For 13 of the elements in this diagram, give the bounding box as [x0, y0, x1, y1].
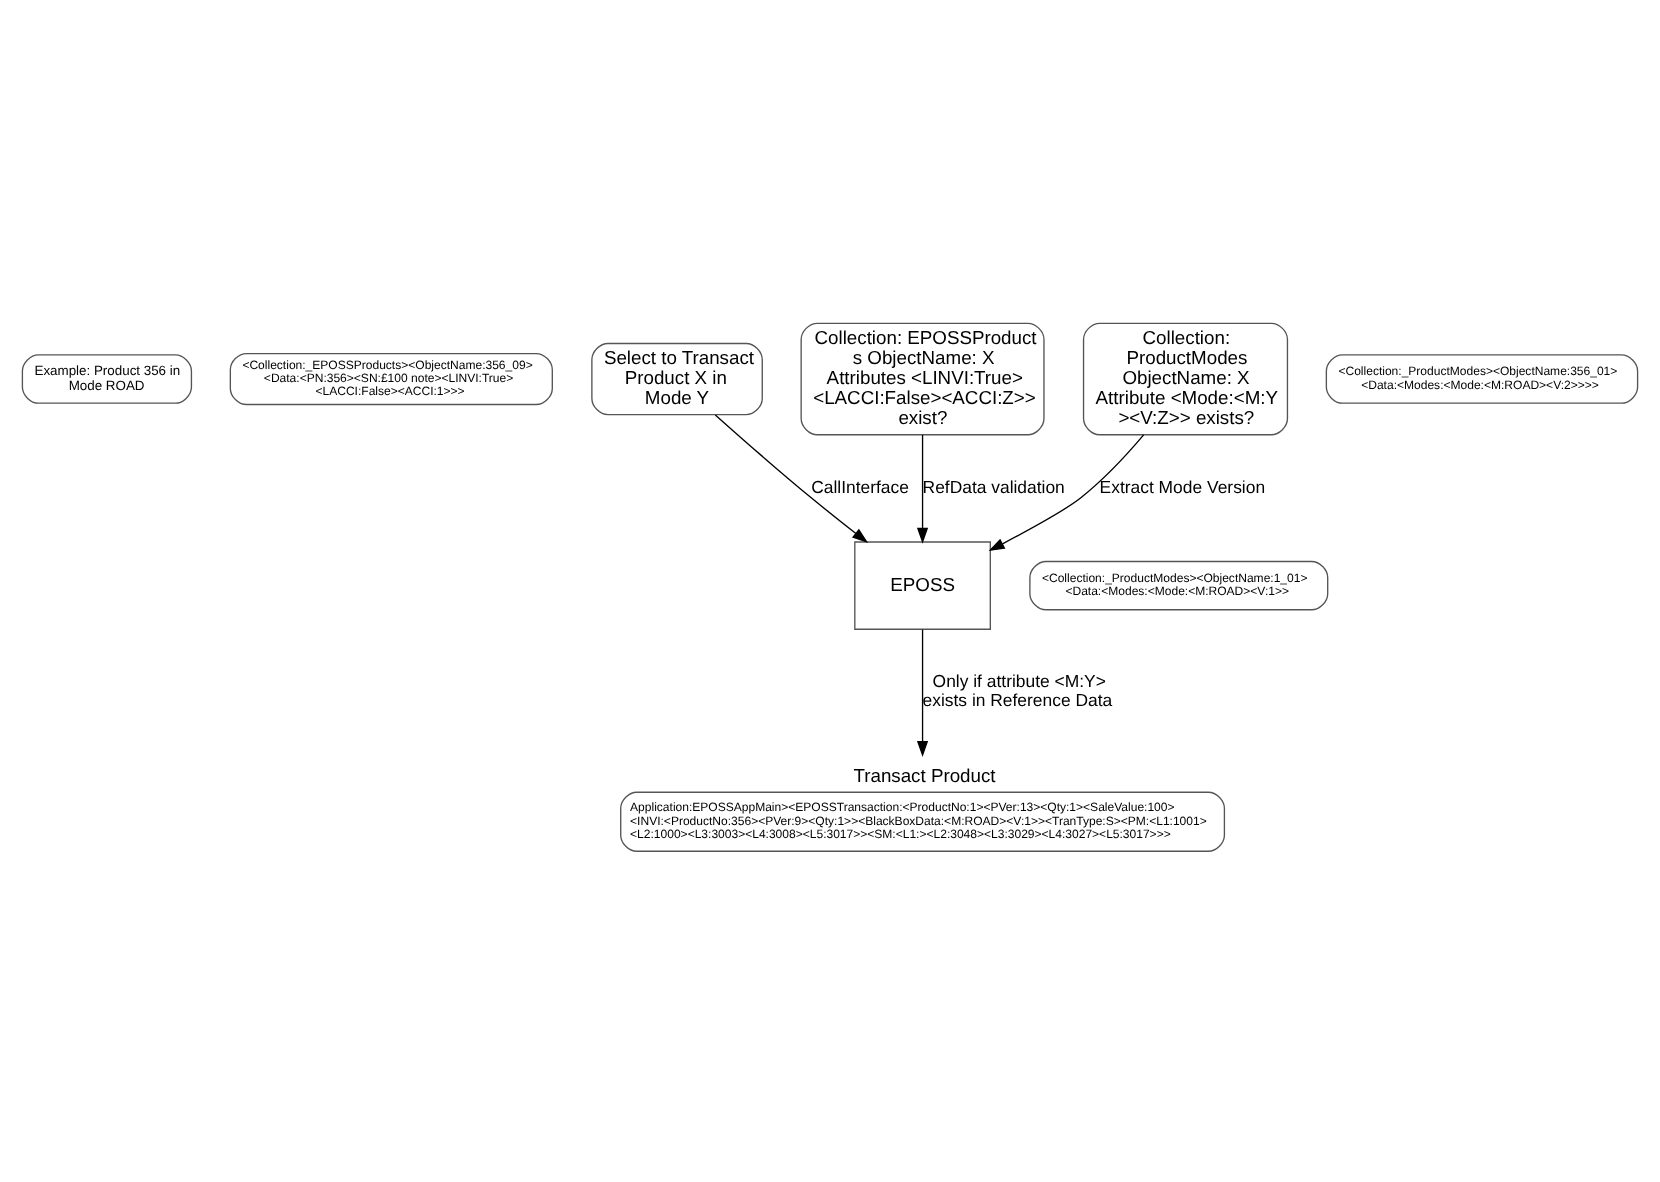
arrow — [714, 414, 869, 544]
node-box: EPOSS — [854, 541, 991, 630]
node-box: Select to Transact Product X in Mode Y — [591, 342, 763, 416]
arrow — [916, 629, 929, 758]
edge-label: RefData validation — [922, 476, 1065, 497]
edge-label: CallInterface — [811, 476, 909, 497]
node-box: Collection: ProductModes ObjectName: X Attribute <Mode:<M:Y><V:Z>> exists? — [1082, 322, 1289, 436]
edge-label: Extract Mode Version — [1099, 476, 1266, 497]
edge-label: Only if attribute <M:Y> exists in Reference Data — [922, 671, 1113, 711]
node-box: Collection: EPOSSProducts ObjectName: X Attributes <LINVI:True><LACCI:False><ACCI:Z>> exist? — [800, 322, 1045, 436]
node-label: Transact Product — [853, 763, 996, 786]
arrow — [988, 434, 1145, 552]
arrow — [916, 434, 929, 544]
